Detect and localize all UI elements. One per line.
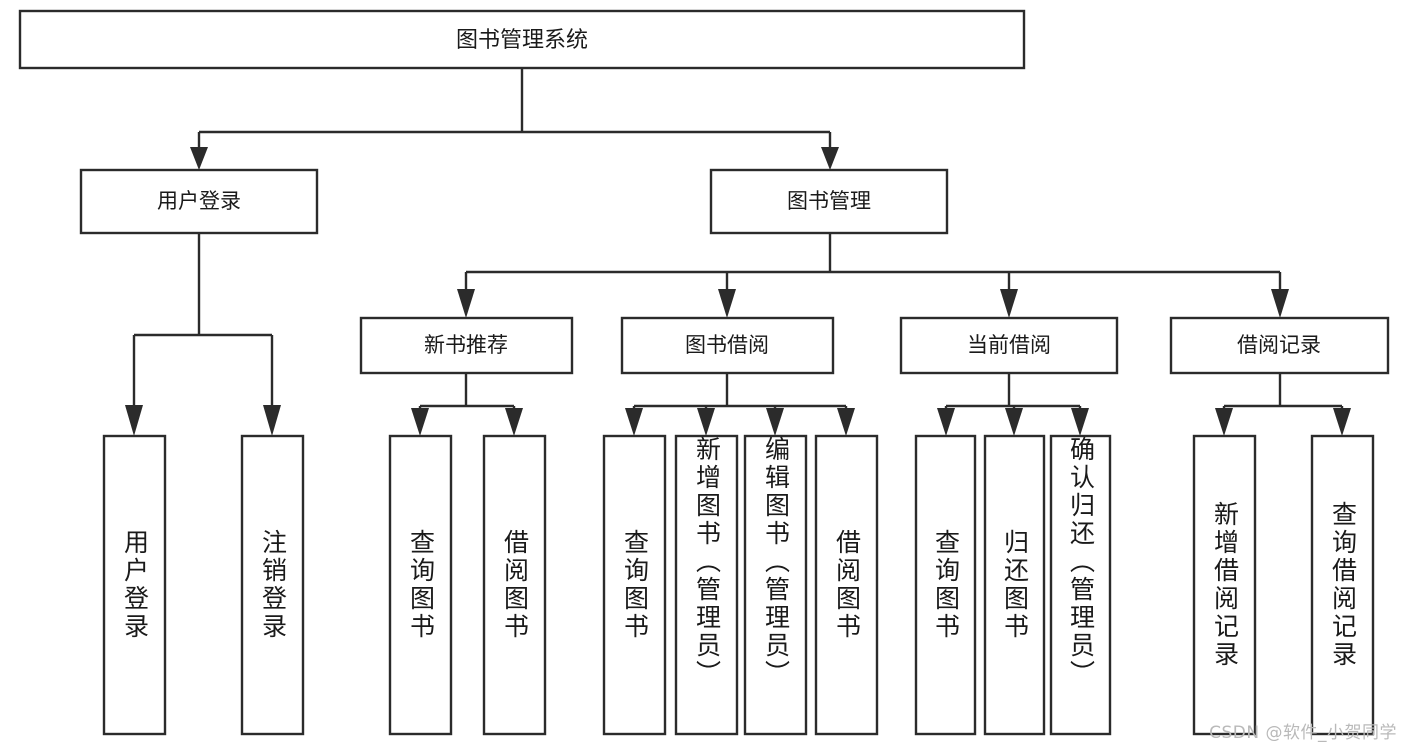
node-new-book-recommend[interactable]	[359, 316, 574, 375]
arrow-borrow-leaf-1	[625, 408, 643, 436]
arrow-borrow-leaf-3	[766, 408, 784, 436]
node-layer: 图书管理系统 用户登录 图书管理 新书推荐 图书借阅 当前借阅 借阅记录	[18, 9, 1390, 736]
node-root[interactable]	[18, 9, 1026, 70]
leaf-box-new-book-2[interactable]	[482, 434, 547, 736]
leaf-box-current-borrow-2[interactable]	[983, 434, 1046, 736]
arrow-current-leaf-3	[1071, 408, 1089, 436]
arrow-newbook-leaf-1	[411, 408, 429, 436]
arrow-record-leaf-1	[1215, 408, 1233, 436]
arrow-current-leaf-1	[937, 408, 955, 436]
arrow-bookmgmt-to-borrow	[718, 289, 736, 318]
node-user-login-label: 用户登录	[157, 189, 241, 213]
leaf-box-book-borrow-2[interactable]	[674, 434, 739, 736]
arrow-root-to-user-login	[190, 147, 208, 170]
leaf-box-borrow-record-1[interactable]	[1192, 434, 1257, 736]
arrow-bookmgmt-to-record	[1271, 289, 1289, 318]
leaf-box-book-borrow-4[interactable]	[814, 434, 879, 736]
arrow-bookmgmt-to-current	[1000, 289, 1018, 318]
node-root-label: 图书管理系统	[456, 28, 588, 53]
arrow-current-leaf-2	[1005, 408, 1023, 436]
leaf-box-borrow-record-2[interactable]	[1310, 434, 1375, 736]
leaf-box-current-borrow-3[interactable]	[1049, 434, 1112, 736]
node-current-borrow[interactable]	[899, 316, 1119, 375]
watermark-text: CSDN @软件_小贺同学	[1209, 723, 1397, 743]
leaf-box-user-login-1[interactable]	[102, 434, 167, 736]
node-book-management-label: 图书管理	[787, 189, 871, 213]
node-new-book-recommend-label: 新书推荐	[424, 333, 508, 357]
node-borrow-record[interactable]	[1169, 316, 1390, 375]
arrow-root-to-book-mgmt	[821, 147, 839, 170]
leaf-box-user-login-2[interactable]	[240, 434, 305, 736]
arrow-userlogin-leaf-2	[263, 405, 281, 436]
node-book-borrow[interactable]	[620, 316, 835, 375]
arrow-userlogin-leaf-1	[125, 405, 143, 436]
arrow-bookmgmt-to-newbook	[457, 289, 475, 318]
leaf-box-new-book-1[interactable]	[388, 434, 453, 736]
leaf-box-book-borrow-1[interactable]	[602, 434, 667, 736]
node-user-login[interactable]	[79, 168, 319, 235]
leaf-box-book-borrow-3[interactable]	[743, 434, 808, 736]
node-book-management[interactable]	[709, 168, 949, 235]
node-borrow-record-label: 借阅记录	[1237, 333, 1321, 357]
arrow-newbook-leaf-2	[505, 408, 523, 436]
arrow-record-leaf-2	[1333, 408, 1351, 436]
leaf-box-current-borrow-1[interactable]	[914, 434, 977, 736]
node-current-borrow-label: 当前借阅	[967, 333, 1051, 357]
arrow-borrow-leaf-4	[837, 408, 855, 436]
node-book-borrow-label: 图书借阅	[685, 333, 769, 357]
connector-layer	[125, 68, 1351, 436]
arrow-borrow-leaf-2	[697, 408, 715, 436]
